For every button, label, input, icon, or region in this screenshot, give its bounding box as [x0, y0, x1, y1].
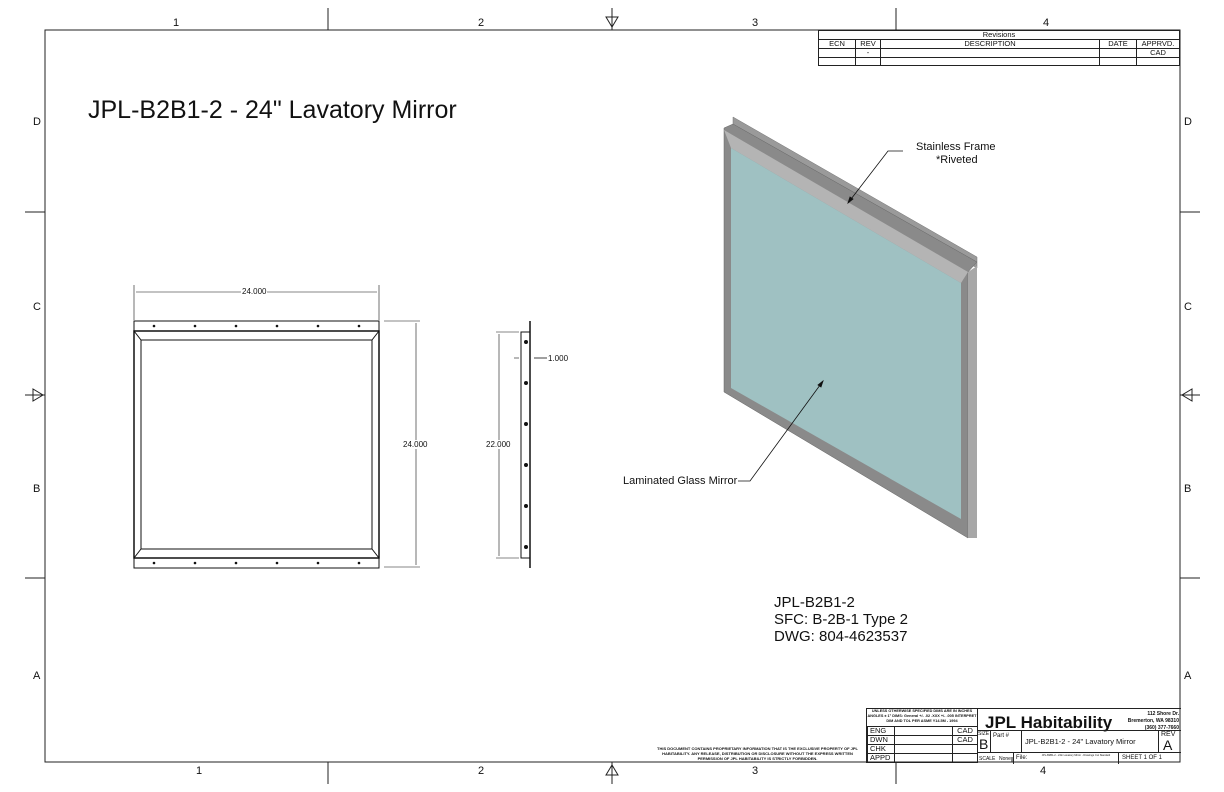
part-identification: JPL-B2B1-2 SFC: B-2B-1 Type 2 DWG: 804-4…: [774, 594, 908, 645]
zone-label-top-3: 3: [752, 17, 759, 29]
drawing-border: [44, 29, 1181, 763]
phone: (360) 377-7660: [1144, 725, 1179, 731]
revisions-table: Revisions ECN REV DESCRIPTION DATE APPRV…: [818, 30, 1180, 66]
frame-callout-line1: Stainless Frame: [916, 141, 996, 153]
file-name: JPL-B2B1-2 - 24in Lavatory Mirror - Draw…: [1041, 754, 1111, 757]
company-name: JPL Habitability: [985, 713, 1113, 732]
width-dimension: 24.000: [241, 287, 268, 296]
company-address: 112 Shore Dr. Bremerton, WA 98310 (360) …: [1128, 711, 1179, 732]
zone-label-bottom-4: 4: [1040, 765, 1047, 777]
role-by: [952, 753, 978, 763]
rev-cell: [818, 57, 856, 66]
rev-cell: [818, 48, 856, 58]
role-name: [894, 735, 953, 745]
revision-row: - CAD: [818, 48, 1180, 58]
address-line: 112 Shore Dr.: [1147, 711, 1179, 717]
rev-value: A: [1163, 737, 1173, 753]
isometric-view: [723, 116, 978, 539]
rev-cell: [1136, 57, 1180, 66]
rev-cell: [880, 57, 1100, 66]
front-view: [133, 285, 420, 569]
part-name: JPL-B2B1-2 - 24" Lavatory Mirror: [1025, 737, 1136, 746]
role-name: [894, 726, 953, 736]
side-height-dimension: 22.000: [485, 440, 512, 449]
role-label: APPD: [867, 753, 895, 763]
zone-label-left-b: B: [33, 483, 41, 495]
center-arrow-top: [605, 16, 619, 28]
rev-header-description: DESCRIPTION: [880, 39, 1100, 49]
role-by: [952, 744, 978, 754]
zone-label-right-d: D: [1184, 116, 1192, 128]
dwg-number: DWG: 804-4623537: [774, 628, 908, 645]
rev-cell: [1099, 48, 1137, 58]
proprietary-notice: THIS DOCUMENT CONTAINS PROPRIETARY INFOR…: [657, 746, 858, 761]
sfc-code: SFC: B-2B-1 Type 2: [774, 611, 908, 628]
role-name: [894, 753, 953, 763]
rev-cell: [880, 48, 1100, 58]
zone-label-right-b: B: [1184, 483, 1192, 495]
zone-label-right-c: C: [1184, 301, 1192, 313]
size-value: B: [979, 736, 989, 752]
role-name: [894, 744, 953, 754]
zone-label-bottom-2: 2: [478, 765, 485, 777]
zone-label-right-a: A: [1184, 670, 1192, 682]
zone-label-bottom-3: 3: [752, 765, 759, 777]
zone-label-bottom-1: 1: [196, 765, 203, 777]
title-block: UNLESS OTHERWISE SPECIFIED DIMS ARE IN I…: [866, 708, 1181, 764]
part-label: Part #: [993, 733, 1010, 739]
sheet-number: SHEET 1 OF 1: [1122, 755, 1162, 761]
zone-label-top-1: 1: [173, 17, 180, 29]
glass-mirror: [731, 148, 961, 519]
rev-cell: [1099, 57, 1137, 66]
role-by: CAD: [952, 735, 978, 745]
file-label: File:: [1016, 755, 1028, 761]
zone-label-left-a: A: [33, 670, 41, 682]
zone-label-top-4: 4: [1043, 17, 1050, 29]
rev-cell: -: [855, 48, 881, 58]
drawing-title: JPL-B2B1-2 - 24" Lavatory Mirror: [88, 96, 457, 124]
depth-dimension: 1.000: [547, 354, 570, 363]
scale-label: SCALE: [979, 756, 996, 762]
rev-header-date: DATE: [1099, 39, 1137, 49]
scale-value: None: [999, 756, 1011, 762]
rev-cell: CAD: [1136, 48, 1180, 58]
zone-label-left-c: C: [33, 301, 41, 313]
rev-cell: [855, 57, 881, 66]
size-label: SIZE: [978, 731, 990, 737]
glass-callout: Laminated Glass Mirror: [623, 475, 738, 487]
revision-row: [818, 57, 1180, 66]
rev-label: REV: [1161, 731, 1176, 738]
side-view: [496, 321, 547, 568]
zone-label-left-d: D: [33, 116, 41, 128]
part-number: JPL-B2B1-2: [774, 594, 855, 611]
frame-callout-line2: *Riveted: [936, 154, 978, 166]
tolerance-note: UNLESS OTHERWISE SPECIFIED DIMS ARE IN I…: [867, 709, 978, 727]
rev-header-ecn: ECN: [818, 39, 856, 49]
zone-label-top-2: 2: [478, 17, 485, 29]
height-dimension: 24.000: [402, 440, 429, 449]
address-line: Bremerton, WA 98310: [1127, 718, 1179, 724]
